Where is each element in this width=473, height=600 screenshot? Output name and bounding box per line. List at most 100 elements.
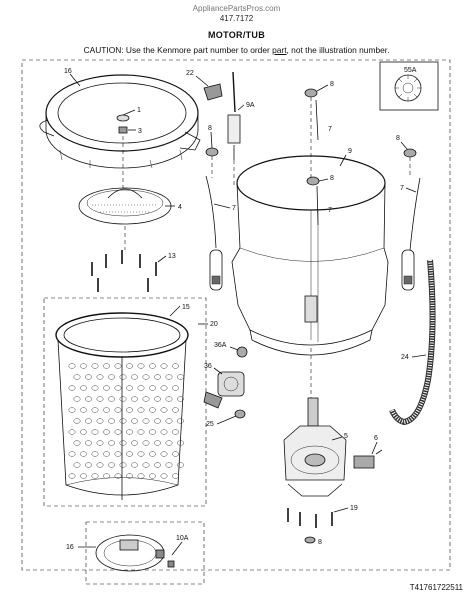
clamp-part-36a[interactable] xyxy=(236,346,248,358)
perforation-hole xyxy=(142,396,150,402)
bolts-part-13[interactable] xyxy=(91,250,157,292)
perforation-hole xyxy=(142,440,150,446)
perforation-hole xyxy=(177,418,184,424)
perforation-hole xyxy=(114,407,122,413)
wash-basket-part-20[interactable] xyxy=(55,312,189,500)
perforation-hole xyxy=(149,407,156,413)
perforation-hole xyxy=(160,407,168,413)
perforation-hole xyxy=(91,363,99,369)
shaft-part-9a[interactable] xyxy=(227,71,241,160)
perforation-hole xyxy=(114,473,122,479)
wash-plate-part-4[interactable] xyxy=(78,187,172,225)
perforation-hole xyxy=(165,440,173,446)
perforation-hole xyxy=(172,363,179,369)
perforation-hole xyxy=(149,385,156,391)
suspension-rod-part-7-right[interactable] xyxy=(401,177,421,291)
perforation-hole xyxy=(165,374,173,380)
callout-24: 24 xyxy=(401,354,409,361)
perforation-hole xyxy=(68,473,76,479)
perforation-hole xyxy=(137,385,145,391)
perforation-hole xyxy=(80,363,87,369)
perforation-hole xyxy=(68,429,76,435)
pump-part-36[interactable] xyxy=(203,371,245,409)
lock-washer-part-55a[interactable] xyxy=(394,74,422,102)
perforation-hole xyxy=(114,451,122,457)
grommet-part-8-tub[interactable] xyxy=(306,176,320,186)
grommet-part-8-left[interactable] xyxy=(205,147,219,157)
perforation-hole xyxy=(131,418,138,424)
rod-part-7-upper[interactable] xyxy=(315,99,319,141)
perforation-hole xyxy=(119,440,127,446)
perforation-hole xyxy=(126,407,133,413)
perforation-hole xyxy=(137,429,145,435)
perforation-hole xyxy=(103,385,110,391)
perforation-hole xyxy=(96,462,104,468)
perforation-hole xyxy=(160,451,168,457)
perforation-hole xyxy=(149,473,156,479)
callout-7-left: 7 xyxy=(232,205,236,212)
basket-hub-part-16[interactable] xyxy=(95,534,165,572)
grommet-part-8-right[interactable] xyxy=(403,148,417,158)
site-watermark: AppliancePartsPros.com xyxy=(192,4,281,13)
bracket-part-22[interactable] xyxy=(203,83,223,101)
perforation-hole xyxy=(131,374,138,380)
perforation-hole xyxy=(114,385,122,391)
perforation-hole xyxy=(103,429,110,435)
callout-3: 3 xyxy=(138,128,142,135)
callout-8-right: 8 xyxy=(396,135,400,142)
caution-text-pre: CAUTION: Use the Kenmore part number to … xyxy=(83,45,273,55)
perforation-hole xyxy=(80,385,87,391)
nut-part-10a[interactable] xyxy=(155,549,175,568)
perforation-hole xyxy=(177,462,184,468)
perforation-hole xyxy=(154,440,161,446)
callout-16-bottom: 16 xyxy=(66,544,74,551)
perforation-hole xyxy=(131,462,138,468)
callout-13: 13 xyxy=(168,253,176,260)
callout-8-left: 8 xyxy=(208,125,212,132)
perforation-hole xyxy=(172,385,179,391)
tub-ring-part-16[interactable] xyxy=(39,74,201,169)
outer-tub-part-9[interactable] xyxy=(231,155,389,356)
perforation-hole xyxy=(108,374,115,380)
perforation-hole xyxy=(160,385,168,391)
callout-15: 15 xyxy=(182,304,190,311)
perforation-hole xyxy=(96,418,104,424)
perforation-hole xyxy=(154,462,161,468)
perforation-hole xyxy=(172,407,179,413)
perforation-hole xyxy=(137,473,145,479)
grommet-part-8-top[interactable] xyxy=(304,88,318,98)
perforation-hole xyxy=(172,429,179,435)
clamp-part-25[interactable] xyxy=(234,409,246,419)
callout-36: 36 xyxy=(204,363,212,370)
perforation-hole xyxy=(108,440,115,446)
basket-perforations xyxy=(68,363,184,479)
diagram-frame xyxy=(21,59,451,571)
callout-10a: 10A xyxy=(176,535,189,542)
perforation-hole xyxy=(142,462,150,468)
callout-1: 1 xyxy=(137,107,141,114)
perforation-hole xyxy=(85,440,92,446)
perforation-hole xyxy=(165,462,173,468)
suspension-rod-part-7-left[interactable] xyxy=(205,175,223,291)
perforation-hole xyxy=(103,363,110,369)
callout-36a: 36A xyxy=(214,342,227,349)
perforation-hole xyxy=(114,363,122,369)
grommet-part-8-bottom[interactable] xyxy=(304,536,316,544)
perforation-hole xyxy=(154,418,161,424)
bolts-part-19[interactable] xyxy=(287,508,333,528)
perforation-hole xyxy=(68,385,76,391)
drain-hose-part-24[interactable] xyxy=(389,259,436,426)
caution-part-link[interactable]: part xyxy=(272,45,287,55)
perforation-hole xyxy=(80,429,87,435)
perforation-hole xyxy=(126,385,133,391)
perforation-hole xyxy=(80,473,87,479)
perforation-hole xyxy=(73,440,81,446)
drive-motor-part-5[interactable] xyxy=(283,397,347,497)
agitator-cap-part-1[interactable] xyxy=(116,114,130,122)
switch-part-6[interactable] xyxy=(353,449,383,469)
callout-9a: 9A xyxy=(246,102,255,109)
bolt-part-3[interactable] xyxy=(118,126,128,134)
perforation-hole xyxy=(154,396,161,402)
callout-7-upper: 7 xyxy=(328,126,332,133)
callout-20: 20 xyxy=(210,321,218,328)
